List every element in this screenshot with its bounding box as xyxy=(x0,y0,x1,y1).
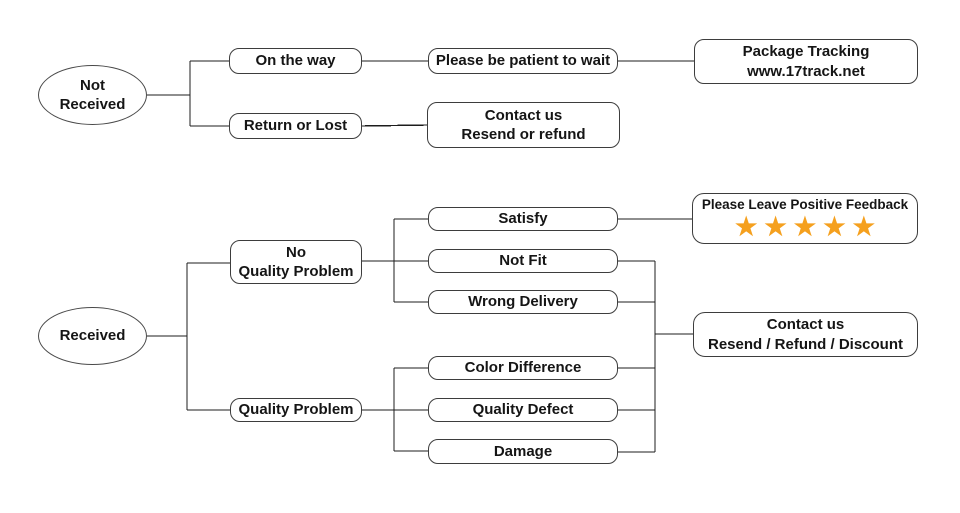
positive-feedback-label: Please Leave Positive Feedback xyxy=(701,196,909,212)
please-be-patient-label: Please be patient to wait xyxy=(435,52,611,70)
start-node-not-received: Not Received xyxy=(38,65,147,125)
contact-us-label-line2: Resend or refund xyxy=(461,126,586,143)
node-satisfy: Satisfy xyxy=(428,207,618,231)
satisfy-label: Satisfy xyxy=(498,210,548,228)
node-on-the-way: On the way xyxy=(229,48,362,74)
node-package-tracking: Package Tracking www.17track.net xyxy=(694,39,918,84)
node-wrong-delivery: Wrong Delivery xyxy=(428,290,618,314)
return-or-lost-label: Return or Lost xyxy=(243,117,348,135)
received-label: Received xyxy=(59,327,126,345)
damage-label: Damage xyxy=(493,442,553,460)
no-quality-problem-line1: No xyxy=(286,243,306,261)
node-not-fit: Not Fit xyxy=(428,249,618,273)
node-contact-resend-refund: Contact us Resend or refund xyxy=(427,102,620,148)
not-received-label-line2: Received xyxy=(59,96,126,113)
node-return-or-lost: Return or Lost xyxy=(229,113,362,139)
on-the-way-label: On the way xyxy=(255,52,336,70)
node-no-quality-problem: No Quality Problem xyxy=(230,240,362,284)
node-contact-resend-refund-discount: Contact us Resend / Refund / Discount xyxy=(693,312,918,357)
node-positive-feedback: Please Leave Positive Feedback ★★★★★ xyxy=(692,193,918,244)
quality-problem-label: Quality Problem xyxy=(238,401,354,419)
star-rating-icon: ★★★★★ xyxy=(734,213,883,242)
color-difference-label: Color Difference xyxy=(464,359,582,377)
wrong-delivery-label: Wrong Delivery xyxy=(468,293,578,311)
node-please-be-patient: Please be patient to wait xyxy=(428,48,618,74)
not-fit-label: Not Fit xyxy=(499,252,547,270)
quality-defect-label: Quality Defect xyxy=(472,401,574,419)
contact-us-label-line1: Contact us xyxy=(484,106,563,124)
node-quality-defect: Quality Defect xyxy=(428,398,618,422)
package-tracking-url: www.17track.net xyxy=(747,62,865,80)
no-quality-problem-line2: Quality Problem xyxy=(238,263,354,280)
contact-discount-line2: Resend / Refund / Discount xyxy=(707,335,903,353)
not-received-label-line1: Not xyxy=(80,76,105,94)
package-tracking-label-line1: Package Tracking xyxy=(742,43,870,60)
node-damage: Damage xyxy=(428,439,618,464)
start-node-received: Received xyxy=(38,307,147,365)
node-color-difference: Color Difference xyxy=(428,356,618,380)
node-quality-problem: Quality Problem xyxy=(230,398,362,422)
contact-discount-line1: Contact us xyxy=(766,316,845,333)
